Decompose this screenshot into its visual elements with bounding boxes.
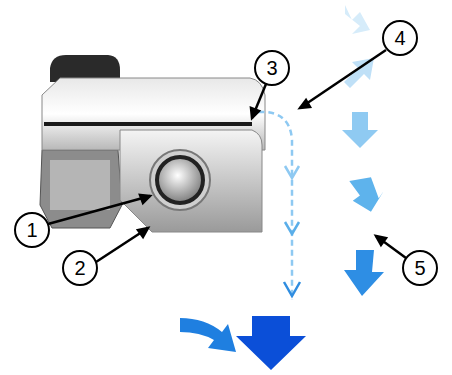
lower-body bbox=[120, 130, 262, 232]
callout-number: 5 bbox=[403, 251, 437, 285]
flow-arrow bbox=[345, 5, 370, 34]
callout-number: 2 bbox=[63, 251, 97, 285]
flow-arrow bbox=[344, 250, 384, 296]
callout-circles bbox=[15, 21, 437, 285]
flow-head bbox=[284, 282, 300, 296]
groove bbox=[44, 122, 252, 126]
bore bbox=[150, 150, 210, 210]
callout-number: 4 bbox=[383, 21, 417, 55]
flow-arrow bbox=[342, 112, 378, 148]
flow-arrow bbox=[236, 316, 306, 370]
flow-arrow bbox=[180, 318, 236, 352]
nut-face bbox=[50, 160, 110, 210]
bore-ring bbox=[157, 157, 203, 203]
flow-head bbox=[285, 222, 299, 234]
callout-number: 3 bbox=[255, 51, 289, 85]
leader-lines bbox=[48, 50, 406, 262]
flow-head bbox=[285, 166, 299, 178]
callout-number: 1 bbox=[15, 213, 49, 247]
flow-line bbox=[258, 112, 292, 300]
flow-arrow bbox=[349, 175, 386, 214]
nut bbox=[40, 150, 122, 228]
